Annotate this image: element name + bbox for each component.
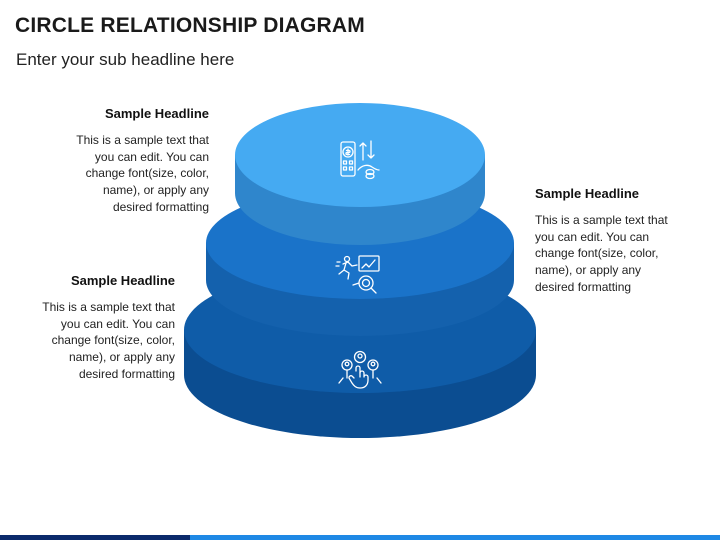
finance-mobile-icon bbox=[340, 140, 380, 180]
page-subtitle: Enter your sub headline here bbox=[16, 50, 235, 69]
note-headline: Sample Headline bbox=[104, 106, 209, 121]
note-right: Sample Headline This is a sample text th… bbox=[535, 186, 710, 296]
note-bottom-left: Sample Headline This is a sample text th… bbox=[6, 273, 175, 383]
footer-bar bbox=[0, 535, 720, 540]
note-text: This is a sample text that you can edit.… bbox=[76, 132, 209, 214]
business-growth-icon bbox=[335, 255, 380, 294]
tier-top[interactable] bbox=[235, 103, 485, 245]
footer-bar-light bbox=[190, 535, 720, 540]
tier-top-top bbox=[235, 103, 485, 207]
page-title: CIRCLE RELATIONSHIP DIAGRAM bbox=[15, 14, 365, 37]
note-top-left: Sample Headline This is a sample text th… bbox=[40, 106, 209, 216]
note-headline: Sample Headline bbox=[70, 273, 175, 288]
team-network-icon bbox=[338, 350, 382, 389]
note-headline: Sample Headline bbox=[535, 186, 640, 201]
note-text: This is a sample text that you can edit.… bbox=[42, 299, 175, 381]
footer-bar-dark bbox=[0, 535, 190, 540]
note-text: This is a sample text that you can edit.… bbox=[535, 212, 668, 294]
